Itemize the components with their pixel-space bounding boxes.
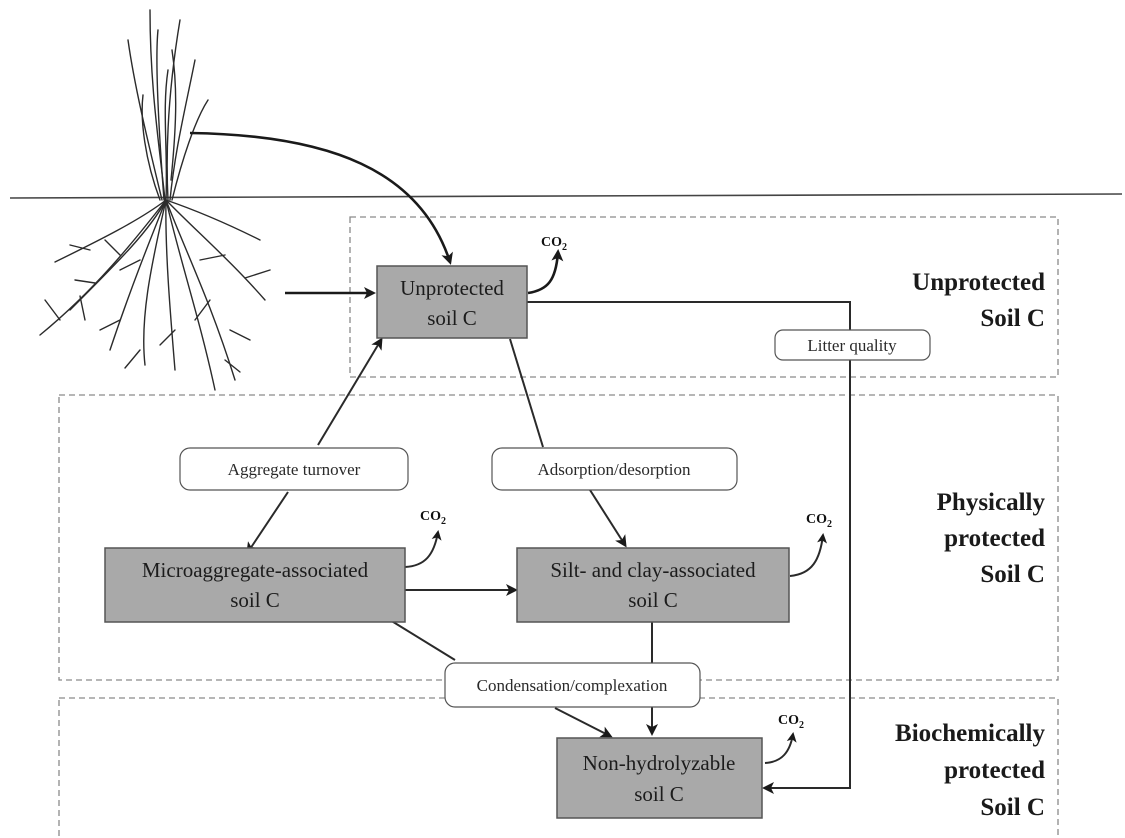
pool-silt-clay-line2: soil C [628,588,678,612]
adsorption-arrow [589,489,627,548]
co2-arrow-silt [789,533,828,577]
pool-non-hydrolyzable-line2: soil C [634,782,684,806]
pool-unprotected: Unprotected soil C [376,265,528,339]
process-litter-quality: Litter quality [774,329,931,361]
zone-label-biochemical: Biochemically protected Soil C [895,720,1045,821]
zone-biochemical-line3: Soil C [980,794,1045,821]
process-adsorption: Adsorption/desorption [491,447,738,491]
co2-arrow-micro [404,530,442,568]
pool-microaggregate: Microaggregate-associated soil C [104,547,406,623]
turnover-up-arrow [317,337,383,446]
zone-physical-box [58,394,1059,681]
plant-illustration [39,9,271,391]
zone-unprotected-box [349,216,1059,378]
pool-non-hydrolyzable-line1: Non-hydrolyzable [583,751,736,775]
co2-label-unprotected: CO2 [541,235,567,253]
co2-arrow-unprotected [527,249,564,295]
pool-silt-clay: Silt- and clay-associated soil C [516,547,790,623]
condensation-to-nonhydro-arrow [554,707,613,738]
pool-microaggregate-line2: soil C [230,588,280,612]
pool-microaggregate-line1: Microaggregate-associated [142,558,369,582]
co2-arrow-nonhydro [764,732,797,764]
process-aggregate-turnover: Aggregate turnover [179,447,409,491]
co2-label-nonhydro: CO2 [778,713,804,731]
micro-to-condensation-line [389,619,456,661]
zone-biochemical-box [58,697,1059,838]
adsorption-line-top [509,338,544,448]
litter-quality-line [500,301,851,794]
zone-biochemical-line2: protected [944,757,1045,784]
pool-silt-clay-line1: Silt- and clay-associated [550,558,756,582]
zone-physical-line2: protected [944,525,1045,552]
zone-physical-line3: Soil C [980,561,1045,588]
soil-surface-line [9,193,1123,199]
zone-physical-line1: Physically [937,489,1046,516]
zone-biochemical-line1: Biochemically [895,720,1045,747]
zone-unprotected-line1: Unprotected [912,269,1045,296]
pool-unprotected-line2: soil C [427,306,477,330]
co2-label-micro: CO2 [420,509,446,527]
process-litter-quality-label: Litter quality [807,336,897,355]
process-adsorption-label: Adsorption/desorption [538,460,691,479]
zone-label-unprotected: Unprotected Soil C [912,269,1045,332]
process-condensation-label: Condensation/complexation [477,676,668,695]
pool-non-hydrolyzable: Non-hydrolyzable soil C [556,737,763,819]
process-aggregate-turnover-label: Aggregate turnover [228,460,361,479]
pool-unprotected-line1: Unprotected [400,276,504,300]
flow-arrows [189,131,851,794]
zone-unprotected-line2: Soil C [980,305,1045,332]
co2-label-silt: CO2 [806,512,832,530]
zone-label-physical: Physically protected Soil C [937,489,1046,588]
turnover-down-arrow [246,491,289,555]
process-condensation: Condensation/complexation [444,662,701,708]
shoot-input-arrow [189,131,453,265]
